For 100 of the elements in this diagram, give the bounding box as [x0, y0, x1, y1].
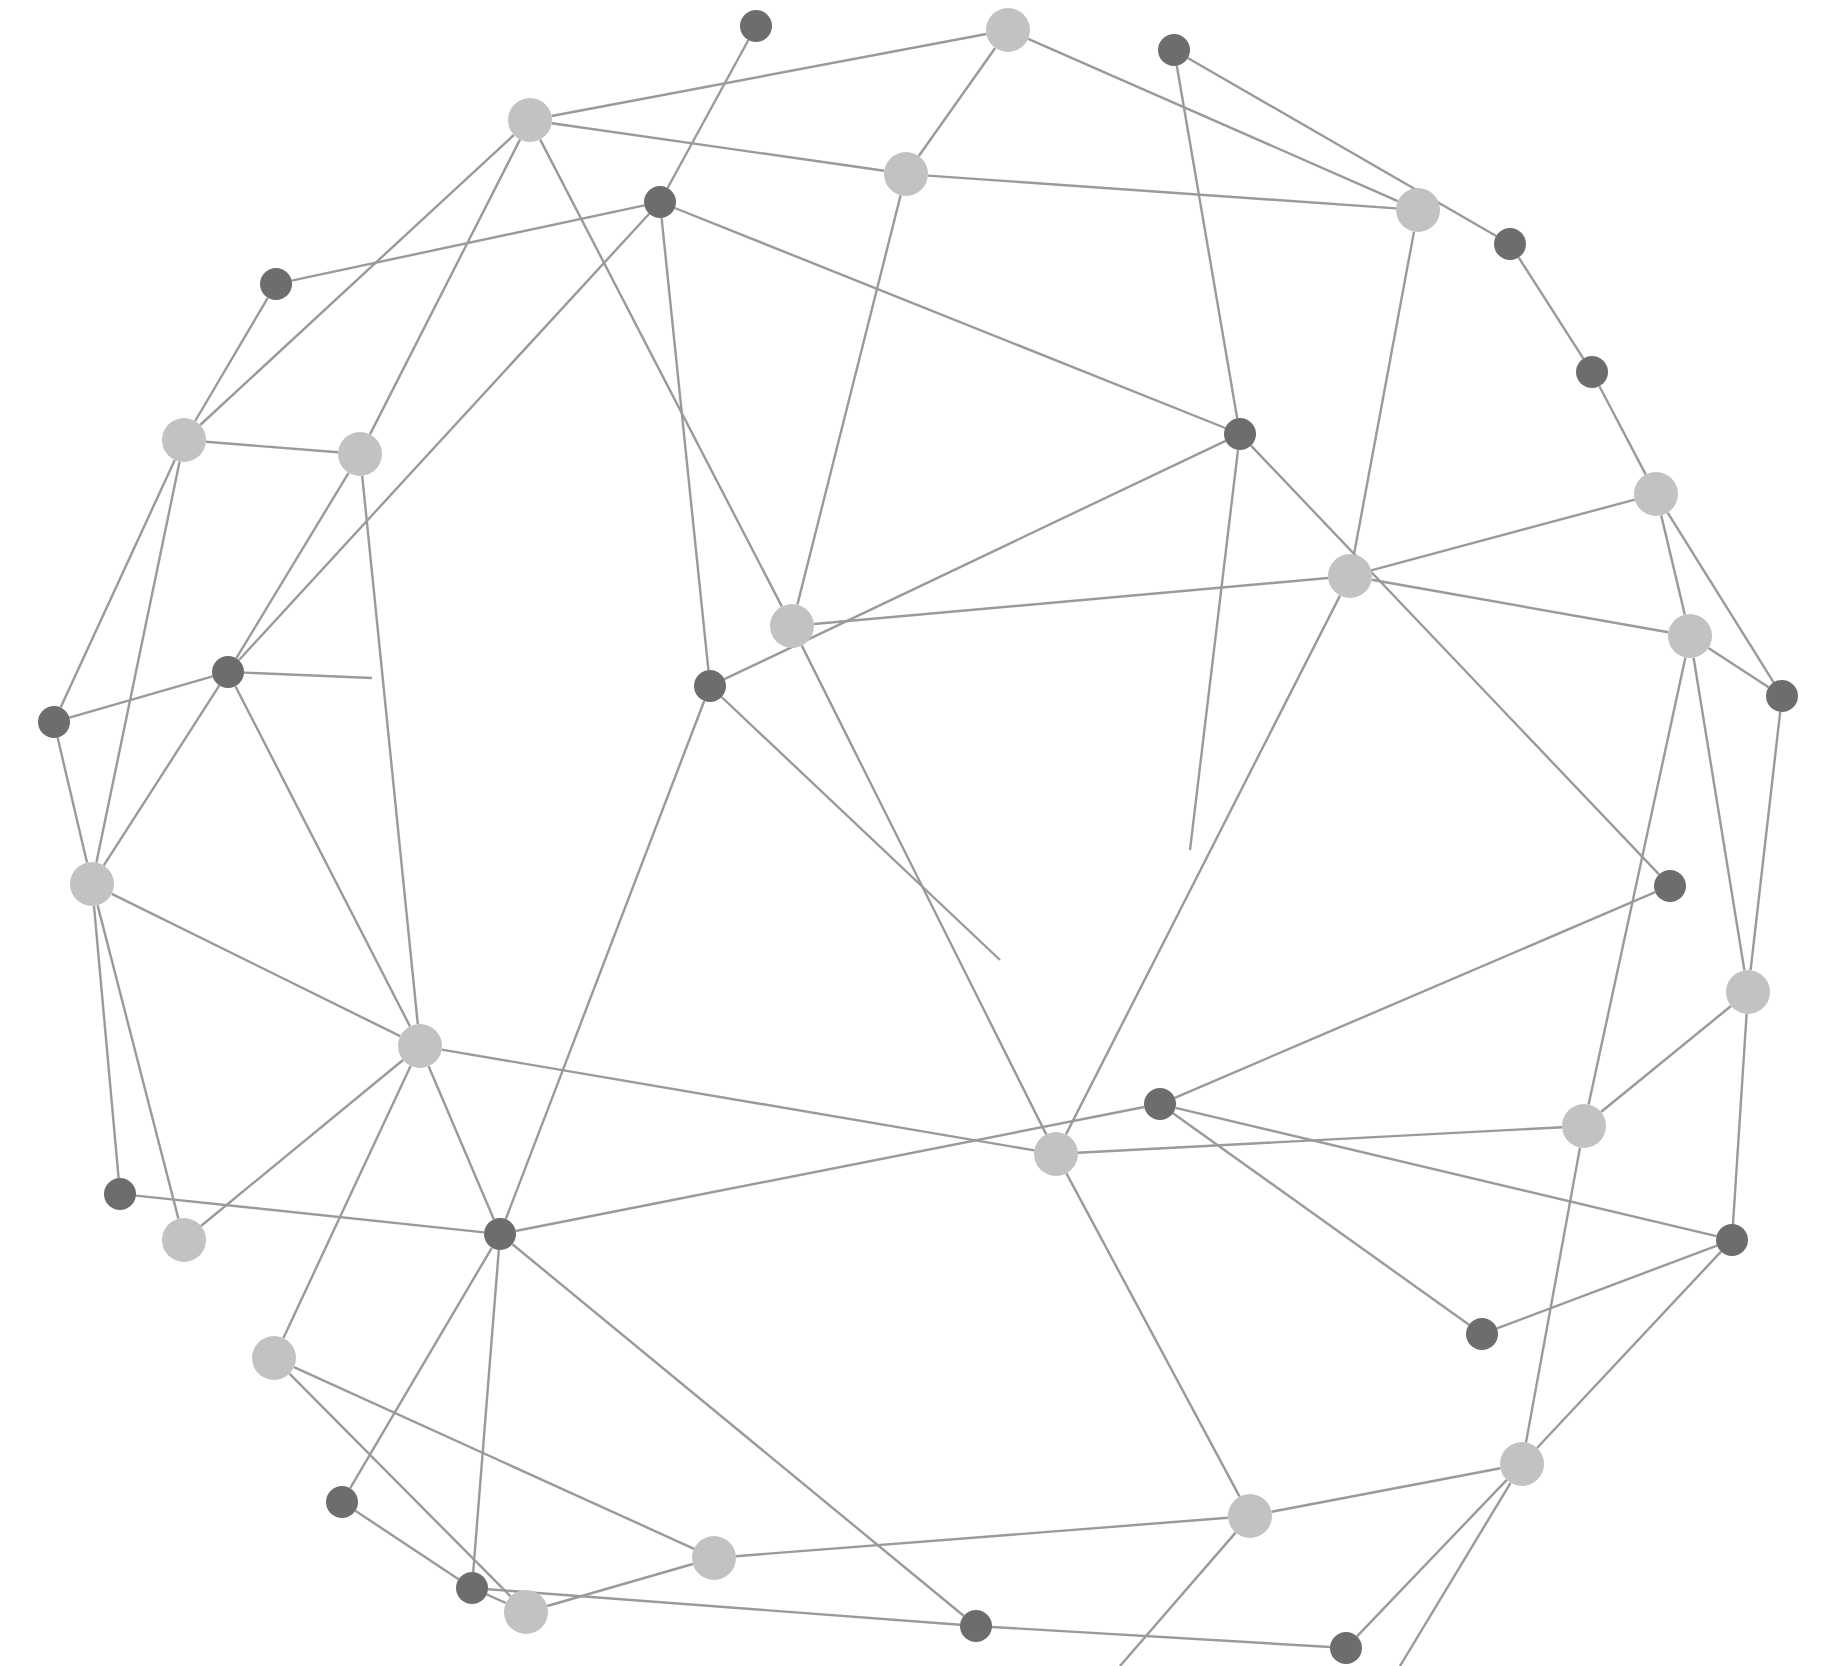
connector-line: [1077, 1126, 1563, 1154]
connector-line: [1660, 515, 1686, 615]
connector-line: [1370, 498, 1636, 572]
network-dot: [1158, 34, 1190, 66]
connector-line: [504, 700, 706, 1220]
connector-line: [96, 905, 180, 1219]
connector-line: [1352, 231, 1416, 555]
connector-line: [1666, 511, 1775, 684]
network-dot: [960, 1610, 992, 1642]
connector-line: [56, 737, 89, 863]
connector-line: [59, 459, 176, 708]
network-dot: [986, 8, 1030, 52]
connector-line: [361, 475, 419, 1025]
connector-line: [1356, 1478, 1508, 1638]
connector-line: [1692, 657, 1746, 971]
network-dot: [1500, 1442, 1544, 1486]
connector-line: [441, 1048, 1035, 1152]
connector-line: [1172, 1112, 1470, 1326]
network-dot: [1330, 1632, 1362, 1664]
network-dot: [508, 98, 552, 142]
connector-line: [486, 1593, 507, 1605]
connector-line: [1731, 1013, 1748, 1225]
connector-line: [674, 206, 1226, 430]
connector-line: [243, 671, 373, 680]
connector-line: [1188, 449, 1240, 851]
connector-line: [1065, 1172, 1241, 1498]
connector-line: [796, 195, 902, 605]
connector-line: [927, 174, 1397, 210]
network-dot: [1396, 188, 1440, 232]
network-dot: [456, 1572, 488, 1604]
network-dot: [1654, 870, 1686, 902]
network-dot: [338, 432, 382, 476]
connector-line: [1250, 444, 1660, 876]
connector-line: [291, 204, 645, 282]
network-dot: [104, 1178, 136, 1210]
connector-line: [487, 1588, 961, 1626]
connector-line: [95, 461, 181, 863]
connector-line: [288, 1372, 512, 1598]
connector-line: [1600, 1005, 1732, 1113]
connector-line: [1496, 1244, 1718, 1330]
connector-line: [349, 1247, 493, 1489]
connector-line: [237, 213, 651, 661]
network-dot: [694, 670, 726, 702]
network-dot: [504, 1590, 548, 1634]
network-dot: [1634, 472, 1678, 516]
network-dot: [70, 862, 114, 906]
connector-line: [69, 675, 213, 719]
connector-line: [282, 1065, 412, 1339]
connector-line: [1174, 891, 1656, 1099]
connector-line: [427, 1065, 495, 1220]
network-dot: [1494, 228, 1526, 260]
connector-line: [551, 122, 885, 172]
network-dot: [1228, 1494, 1272, 1538]
connector-line: [1027, 37, 1399, 203]
connector-line: [511, 1243, 965, 1617]
network-dot: [212, 656, 244, 688]
network-dot: [260, 268, 292, 300]
network-dot: [1466, 1318, 1498, 1350]
connector-line: [813, 576, 1329, 626]
connector-line: [723, 439, 1227, 681]
connector-line: [194, 297, 269, 422]
network-dot: [884, 152, 928, 196]
network-dot: [692, 1536, 736, 1580]
network-dot: [1726, 970, 1770, 1014]
connector-line: [235, 472, 350, 660]
connector-line: [1707, 647, 1770, 689]
connector-line: [1517, 256, 1585, 360]
connector-line: [234, 685, 412, 1027]
network-dot: [1576, 356, 1608, 388]
connector-line: [1536, 1250, 1722, 1449]
connector-line: [720, 696, 1001, 961]
network-dot: [1034, 1132, 1078, 1176]
connector-line: [1271, 1467, 1501, 1513]
connector-line: [546, 1562, 694, 1608]
connector-line: [354, 1509, 460, 1581]
network-dot: [1716, 1224, 1748, 1256]
connector-line: [1187, 56, 1497, 238]
connector-line: [1175, 65, 1239, 419]
connector-line: [1398, 1482, 1512, 1666]
network-dot: [484, 1218, 516, 1250]
connector-line: [660, 217, 710, 671]
connector-line: [293, 1366, 695, 1550]
network-dot: [644, 186, 676, 218]
connector-line: [539, 139, 783, 607]
connector-line: [735, 1516, 1229, 1558]
connector-line: [92, 905, 120, 1179]
network-dot: [398, 1024, 442, 1068]
network-dot: [1144, 1088, 1176, 1120]
network-dot: [326, 1486, 358, 1518]
connector-line: [666, 39, 750, 189]
connector-line: [1175, 1106, 1717, 1238]
network-dot: [770, 604, 814, 648]
network-dot: [162, 1218, 206, 1262]
connector-line: [800, 645, 1048, 1135]
network-dot: [1328, 554, 1372, 598]
network-dot: [1562, 1104, 1606, 1148]
connector-line: [205, 440, 339, 454]
connector-line: [368, 139, 522, 435]
network-dot: [162, 418, 206, 462]
network-dot: [1766, 680, 1798, 712]
